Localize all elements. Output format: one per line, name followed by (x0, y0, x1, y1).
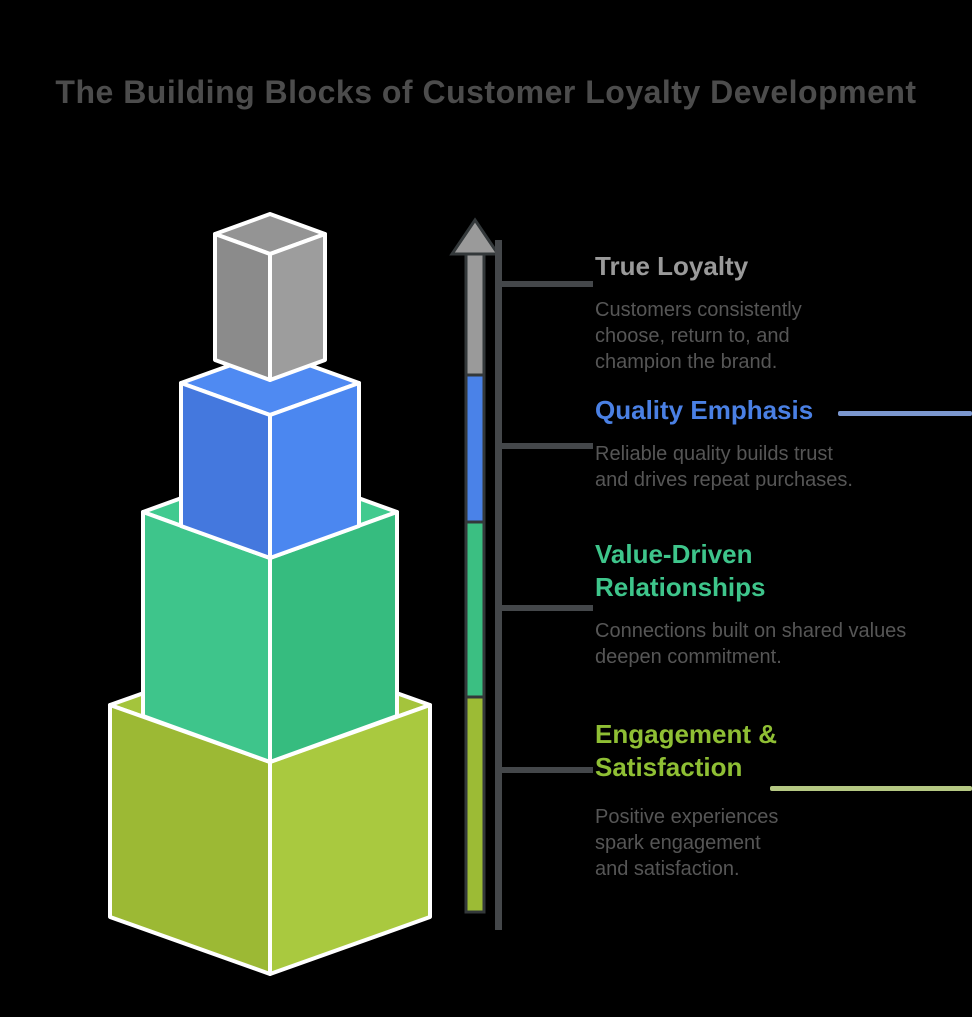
level-block-engagement-satisfaction: Engagement & Satisfaction Positive exper… (595, 718, 925, 882)
arrow-segment-value (464, 520, 486, 699)
level-body-value-driven-relationships: Connections built on shared values deepe… (595, 620, 907, 668)
vertical-scale-rule (495, 240, 502, 930)
growth-arrow (449, 217, 501, 914)
level-body-true-loyalty: Customers consistently choose, return to… (595, 299, 802, 373)
page-title: The Building Blocks of Customer Loyalty … (55, 74, 917, 110)
level-body-engagement-satisfaction: Positive experiences spark engagement an… (595, 806, 779, 880)
level-heading-engagement-satisfaction: Engagement & Satisfaction (595, 719, 778, 782)
arrow-segment-loyalty (464, 250, 486, 377)
connector-stub-true-loyalty (500, 281, 593, 287)
level-block-value-driven-relationships: Value-Driven Relationships Connections b… (595, 538, 925, 670)
level-block-quality-emphasis: Quality Emphasis Reliable quality builds… (595, 394, 925, 493)
arrow-segment-quality (464, 373, 486, 524)
level-heading-value-driven-relationships: Value-Driven Relationships (595, 539, 766, 602)
arrow-segment-engagement (464, 695, 486, 914)
level-body-quality-emphasis: Reliable quality builds trust and drives… (595, 443, 853, 491)
heading-rule-quality (838, 411, 972, 416)
connector-stub-quality (500, 443, 593, 449)
level-block-true-loyalty: True Loyalty Customers consistently choo… (595, 250, 925, 375)
cube-true-loyalty (213, 212, 327, 382)
heading-rule-engagement (770, 786, 972, 791)
cube-quality-emphasis (179, 349, 361, 560)
cube-stack (108, 212, 432, 976)
connector-stub-engagement (500, 767, 593, 773)
arrowhead-icon (449, 217, 501, 256)
level-heading-true-loyalty: True Loyalty (595, 251, 749, 281)
connector-stub-value (500, 605, 593, 611)
level-heading-quality-emphasis: Quality Emphasis (595, 395, 814, 425)
